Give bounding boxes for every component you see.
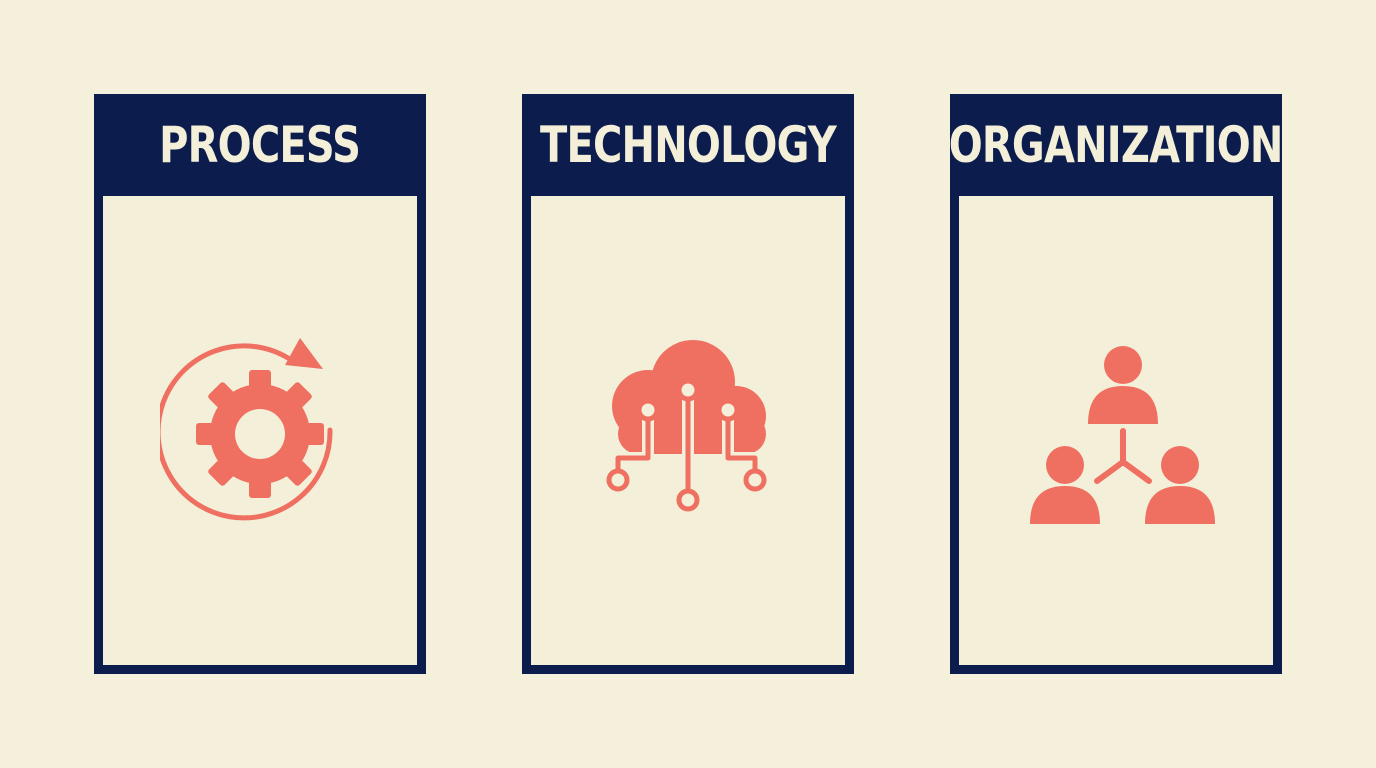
organization-card: ORGANIZATION (949, 94, 1284, 674)
technology-title: TECHNOLOGY (540, 116, 837, 174)
process-card-body (103, 196, 417, 665)
team-hierarchy-icon (1016, 334, 1216, 534)
process-card: PROCESS (94, 94, 426, 674)
cloud-circuit-icon (588, 334, 788, 534)
organization-card-header: ORGANIZATION (949, 94, 1284, 196)
organization-title: ORGANIZATION (949, 116, 1284, 174)
process-title: PROCESS (159, 116, 361, 174)
gear-cycle-icon (160, 334, 360, 534)
technology-card: TECHNOLOGY (522, 94, 854, 674)
organization-card-body (959, 196, 1273, 665)
technology-card-body (531, 196, 845, 665)
technology-card-header: TECHNOLOGY (522, 94, 854, 196)
process-card-header: PROCESS (94, 94, 426, 196)
